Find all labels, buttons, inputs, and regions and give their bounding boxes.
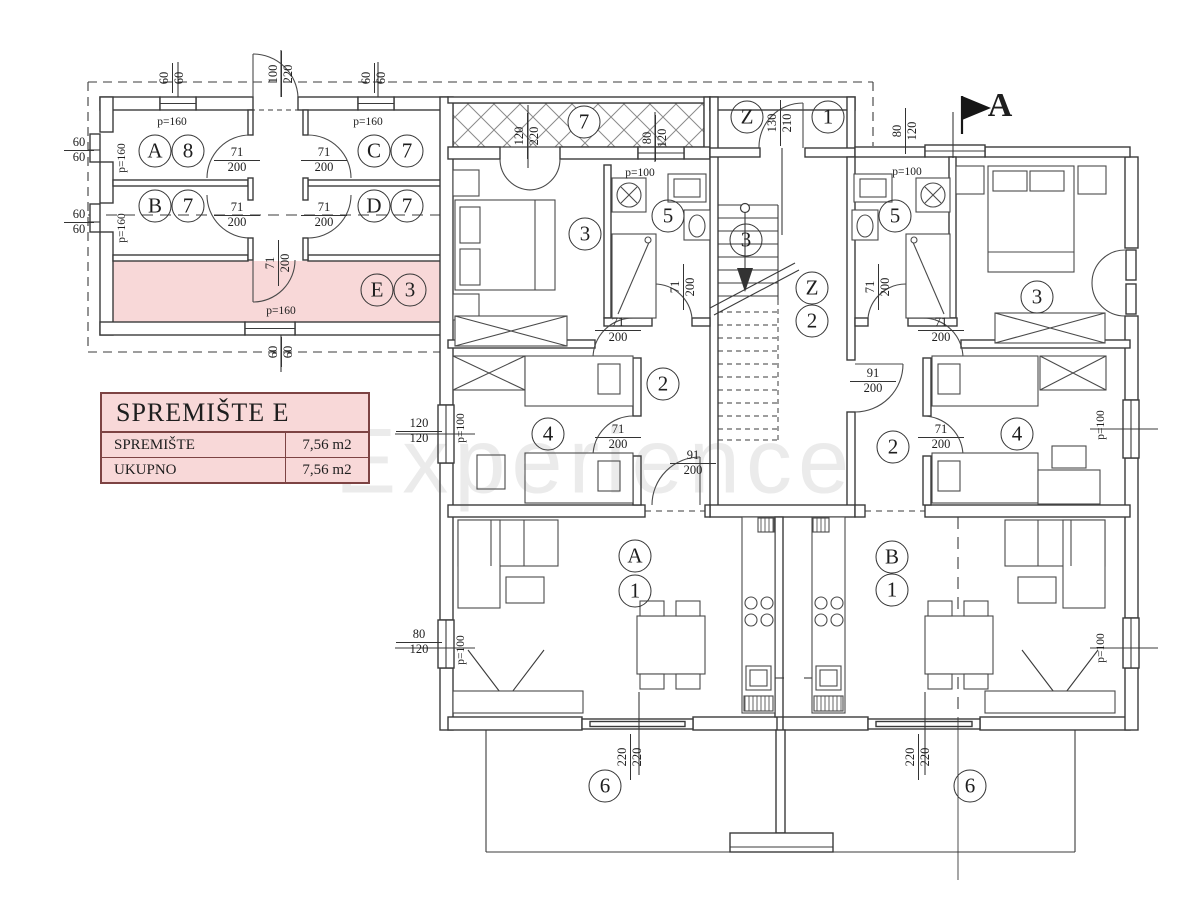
tv-bench: [452, 690, 584, 714]
legend-row: UKUPNO 7,56 m2: [102, 458, 368, 482]
stairs-hidden-treads: [718, 300, 779, 441]
room-number-storage-a: 8: [171, 134, 205, 168]
legend-title: SPREMIŠTE E: [102, 394, 368, 433]
legend-row-value: 7,56 m2: [302, 436, 352, 453]
parapet-label: p=160: [266, 305, 296, 317]
room-number-corridor-right: 2: [876, 430, 910, 464]
section-marker-label: A: [987, 87, 1013, 124]
room-number-storage-c: 7: [390, 134, 424, 168]
parapet-label: p=160: [353, 116, 383, 128]
room-number-terrace-right: 6: [953, 769, 987, 803]
room-number-kidsroom-right: 4: [1000, 417, 1034, 451]
stair-symbols: [737, 202, 753, 292]
section-flag-icon: [960, 96, 991, 134]
legend-row-value: 7,56 m2: [302, 461, 352, 478]
room-number-storage-b: 7: [171, 189, 205, 223]
room-number-corridor-left: 2: [646, 367, 680, 401]
room-number-bedroom-left: 3: [568, 217, 602, 251]
furniture: [452, 165, 1116, 714]
room-label-storage-c: C: [357, 134, 391, 168]
legend-row-label: SPREMIŠTE: [102, 433, 286, 457]
room-label-storage-a: A: [138, 134, 172, 168]
parapet-label: p=100: [455, 635, 467, 665]
legend-row-label: UKUPNO: [102, 458, 286, 482]
tv-bench: [984, 690, 1116, 714]
room-number-bedroom-right: 3: [1020, 280, 1054, 314]
room-label-storage-e: E: [360, 273, 394, 307]
watermark: Experience: [334, 410, 856, 513]
room-number-vestibule: 1: [811, 100, 845, 134]
apartment-label-b: B: [875, 540, 909, 574]
room-label-storage-d: D: [357, 189, 391, 223]
parapet-label: p=160: [116, 143, 128, 173]
room-number-terrace-left: 6: [588, 769, 622, 803]
parapet-label: p=100: [625, 167, 655, 179]
coffee-table: [505, 576, 545, 604]
coffee-table: [1017, 576, 1057, 604]
legend-table: SPREMIŠTE E SPREMIŠTE 7,56 m2 UKUPNO 7,5…: [100, 392, 370, 484]
room-number-stairs: 3: [729, 223, 763, 257]
parapet-label: p=100: [1095, 633, 1107, 663]
room-label-vestibule-z: Z: [730, 100, 764, 134]
room-number-bath-left: 5: [651, 199, 685, 233]
parapet-label: p=160: [116, 213, 128, 243]
room-number-storage-e: 3: [393, 273, 427, 307]
room-number-bath-right: 5: [878, 199, 912, 233]
apartment-label-a: A: [618, 539, 652, 573]
dining-table: [924, 615, 994, 675]
dining-table: [636, 615, 706, 675]
room-label-stair-z: Z: [795, 271, 829, 305]
room-number-living-a: 1: [618, 574, 652, 608]
room-number-loggia: 7: [567, 105, 601, 139]
legend-row: SPREMIŠTE 7,56 m2: [102, 433, 368, 458]
parapet-label: p=160: [157, 116, 187, 128]
room-number-storage-d: 7: [390, 189, 424, 223]
door-swings: [206, 53, 1126, 506]
desk: [1037, 469, 1101, 505]
parapet-label: p=100: [1095, 410, 1107, 440]
parapet-label: p=100: [892, 166, 922, 178]
room-number-living-b: 1: [875, 573, 909, 607]
room-label-storage-b: B: [138, 189, 172, 223]
room-number-stair-2: 2: [795, 304, 829, 338]
room-number-kidsroom-left: 4: [531, 417, 565, 451]
